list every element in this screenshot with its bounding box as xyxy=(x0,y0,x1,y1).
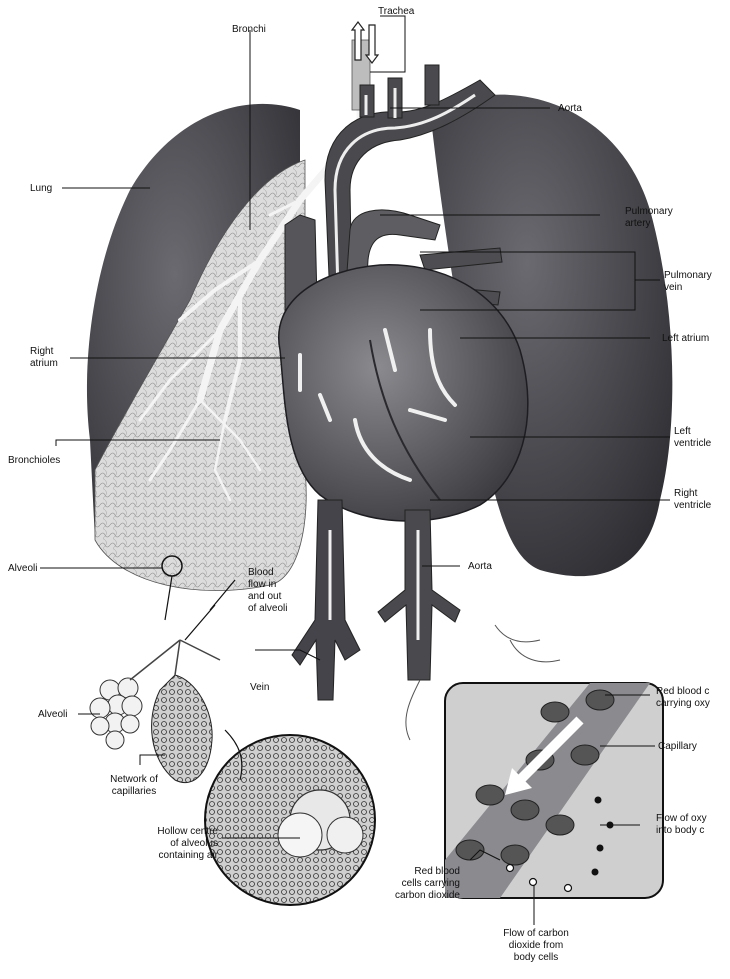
capillary-network-cluster xyxy=(152,675,213,783)
label-pulmonary-artery: Pulmonary artery xyxy=(625,206,673,230)
label-bronchioles: Bronchioles xyxy=(8,455,60,466)
label-alveoli-cluster: Alveoli xyxy=(38,709,67,720)
label-right-atrium: Right atrium xyxy=(30,346,58,370)
label-alveoli-left: Alveoli xyxy=(8,563,37,574)
heart-shape xyxy=(279,265,528,521)
label-blood-flow: Blood flow in and out of alveoli xyxy=(248,567,287,615)
label-network-capillaries: Network of capillaries xyxy=(84,774,184,798)
label-aorta-lower: Aorta xyxy=(468,561,492,572)
label-bronchi: Bronchi xyxy=(232,24,266,35)
label-lung: Lung xyxy=(30,183,52,194)
label-red-blood-oxygen: Red blood c carrying oxy xyxy=(656,686,710,710)
label-hollow-centre: Hollow centre of alveolus containing air xyxy=(90,826,218,862)
label-vein: Vein xyxy=(250,682,269,693)
label-flow-co2: Flow of carbon dioxide from body cells xyxy=(476,928,596,964)
label-right-ventricle: Right ventricle xyxy=(674,488,711,512)
label-pulmonary-vein: Pulmonary vein xyxy=(664,270,712,294)
label-capillary: Capillary xyxy=(658,741,697,752)
label-red-blood-co2: Red blood cells carrying carbon dioxide xyxy=(330,866,460,902)
label-left-ventricle: Left ventricle xyxy=(674,426,711,450)
label-flow-oxygen: Flow of oxy into body c xyxy=(656,813,707,837)
label-aorta-top: Aorta xyxy=(558,103,582,114)
label-left-atrium: Left atrium xyxy=(662,333,709,344)
label-trachea: Trachea xyxy=(378,6,415,17)
bronchiole-stalks xyxy=(130,640,220,680)
